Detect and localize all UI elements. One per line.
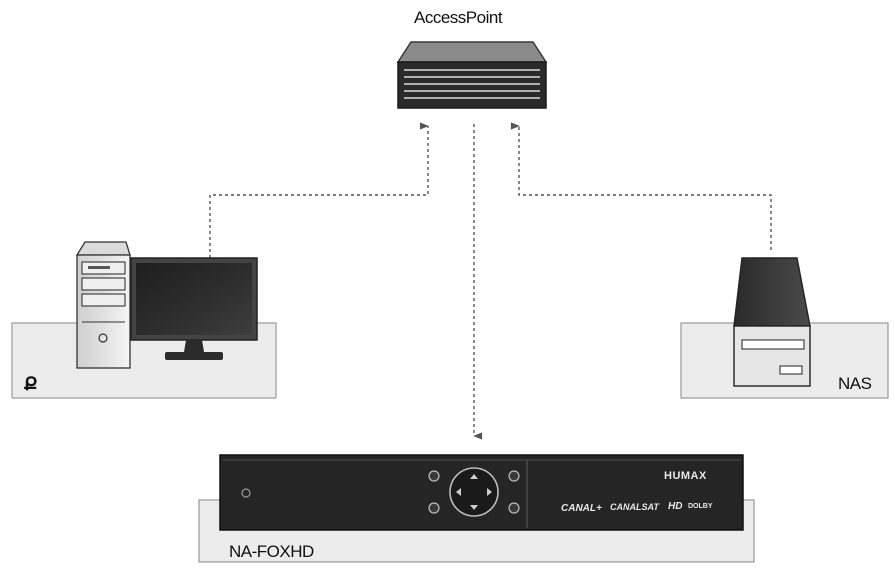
set-top-box-icon	[219, 454, 744, 531]
connector-pc-to-ap	[209, 122, 429, 258]
hd-logo: HD	[668, 501, 683, 512]
desktop-tower-icon	[75, 241, 131, 369]
pc-label: Ք	[24, 374, 38, 394]
set-top-box-label: NA-FOXHD	[229, 542, 314, 561]
access-point-icon	[396, 41, 548, 109]
access-point-label: AccessPoint	[414, 8, 503, 27]
canal-plus-logo: CANAL+	[561, 503, 602, 514]
dolby-logo: DOLBY	[688, 503, 713, 510]
canalsat-logo: CANALSAT	[610, 502, 659, 512]
humax-logo: HUMAX	[664, 470, 707, 482]
stb-nav-ring	[449, 467, 499, 517]
connector-nas-to-ap	[510, 122, 772, 250]
nas-device-icon	[733, 257, 811, 387]
nas-label: NAS	[838, 374, 872, 393]
desktop-monitor-icon	[130, 257, 258, 360]
